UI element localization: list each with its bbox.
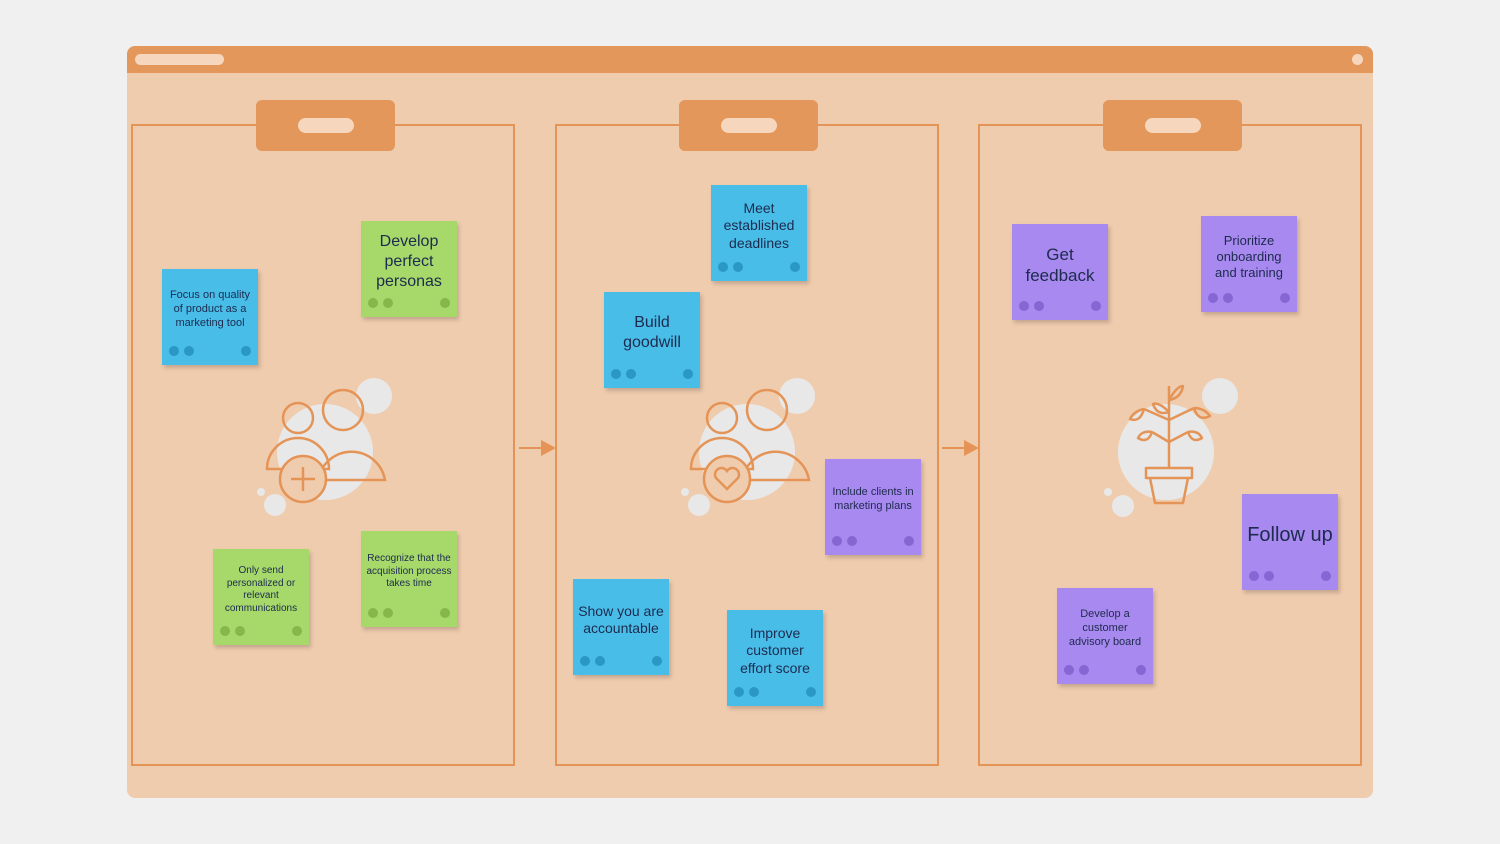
window-control-dot[interactable]: [1352, 54, 1363, 65]
note-dot: [626, 369, 636, 379]
sticky-note[interactable]: Include clients in marketing plans: [825, 459, 921, 555]
sticky-note[interactable]: Show you are accountable: [573, 579, 669, 675]
note-dot: [1223, 293, 1233, 303]
sticky-note-text: Recognize that the acquisition process t…: [366, 553, 452, 590]
sticky-note[interactable]: Only send personalized or relevant commu…: [213, 549, 309, 645]
note-dot: [235, 626, 245, 636]
sticky-note[interactable]: Follow up: [1242, 494, 1338, 590]
note-dot: [220, 626, 230, 636]
note-dot: [383, 298, 393, 308]
flow-arrow-1: [519, 440, 556, 456]
note-dot: [184, 346, 194, 356]
note-dot: [749, 687, 759, 697]
sticky-note[interactable]: Prioritize onboarding and training: [1201, 216, 1297, 312]
note-dot: [611, 369, 621, 379]
note-dot: [1091, 301, 1101, 311]
note-dot: [733, 262, 743, 272]
note-dot: [169, 346, 179, 356]
stage-header-3: [1103, 100, 1242, 151]
title-placeholder: [135, 54, 224, 65]
sticky-note[interactable]: Build goodwill: [604, 292, 700, 388]
note-dot: [832, 536, 842, 546]
sticky-note-text: Include clients in marketing plans: [832, 486, 914, 512]
note-dot: [734, 687, 744, 697]
note-dot: [790, 262, 800, 272]
note-dot: [652, 656, 662, 666]
stage-header-placeholder-1: [298, 118, 354, 133]
sticky-note-text: Develop perfect personas: [376, 233, 442, 290]
note-dot: [1136, 665, 1146, 675]
note-dot: [292, 626, 302, 636]
note-dot: [595, 656, 605, 666]
note-dot: [847, 536, 857, 546]
note-dot: [683, 369, 693, 379]
title-bar: [127, 46, 1373, 73]
sticky-note[interactable]: Improve customer effort score: [727, 610, 823, 706]
people-add-icon: [257, 378, 392, 516]
note-dot: [1249, 571, 1259, 581]
stage-header-placeholder-3: [1145, 118, 1201, 133]
note-dot: [1264, 571, 1274, 581]
sticky-note[interactable]: Get feedback: [1012, 224, 1108, 320]
sticky-note-text: Get feedback: [1025, 244, 1095, 285]
sticky-note[interactable]: Focus on quality of product as a marketi…: [162, 269, 258, 365]
flow-arrow-2: [942, 440, 979, 456]
sticky-note[interactable]: Develop perfect personas: [361, 221, 457, 317]
stage-header-1: [256, 100, 395, 151]
sticky-note[interactable]: Develop a customer advisory board: [1057, 588, 1153, 684]
sticky-note-text: Prioritize onboarding and training: [1215, 232, 1283, 281]
note-dot: [241, 346, 251, 356]
sticky-note-text: Meet established deadlines: [723, 199, 795, 251]
note-dot: [1079, 665, 1089, 675]
note-dot: [904, 536, 914, 546]
potted-plant-icon: [1104, 378, 1238, 517]
sticky-note[interactable]: Meet established deadlines: [711, 185, 807, 281]
note-dot: [368, 298, 378, 308]
people-heart-icon: [681, 378, 815, 516]
sticky-note-text: Only send personalized or relevant commu…: [224, 565, 298, 614]
sticky-note-text: Follow up: [1247, 523, 1333, 546]
sticky-note[interactable]: Recognize that the acquisition process t…: [361, 531, 457, 627]
stage-header-2: [679, 100, 818, 151]
note-dot: [383, 608, 393, 618]
note-dot: [1019, 301, 1029, 311]
note-dot: [440, 608, 450, 618]
note-dot: [1280, 293, 1290, 303]
sticky-note-text: Build goodwill: [623, 314, 681, 351]
note-dot: [1321, 571, 1331, 581]
note-dot: [440, 298, 450, 308]
note-dot: [1034, 301, 1044, 311]
board-window: Focus on quality of product as a marketi…: [127, 46, 1373, 798]
stage-header-placeholder-2: [721, 118, 777, 133]
note-dot: [1208, 293, 1218, 303]
note-dot: [368, 608, 378, 618]
sticky-note-text: Show you are accountable: [578, 602, 664, 637]
sticky-note-text: Focus on quality of product as a marketi…: [169, 289, 251, 329]
note-dot: [718, 262, 728, 272]
sticky-note-text: Develop a customer advisory board: [1068, 608, 1142, 648]
note-dot: [580, 656, 590, 666]
sticky-note-text: Improve customer effort score: [740, 624, 810, 676]
note-dot: [806, 687, 816, 697]
note-dot: [1064, 665, 1074, 675]
